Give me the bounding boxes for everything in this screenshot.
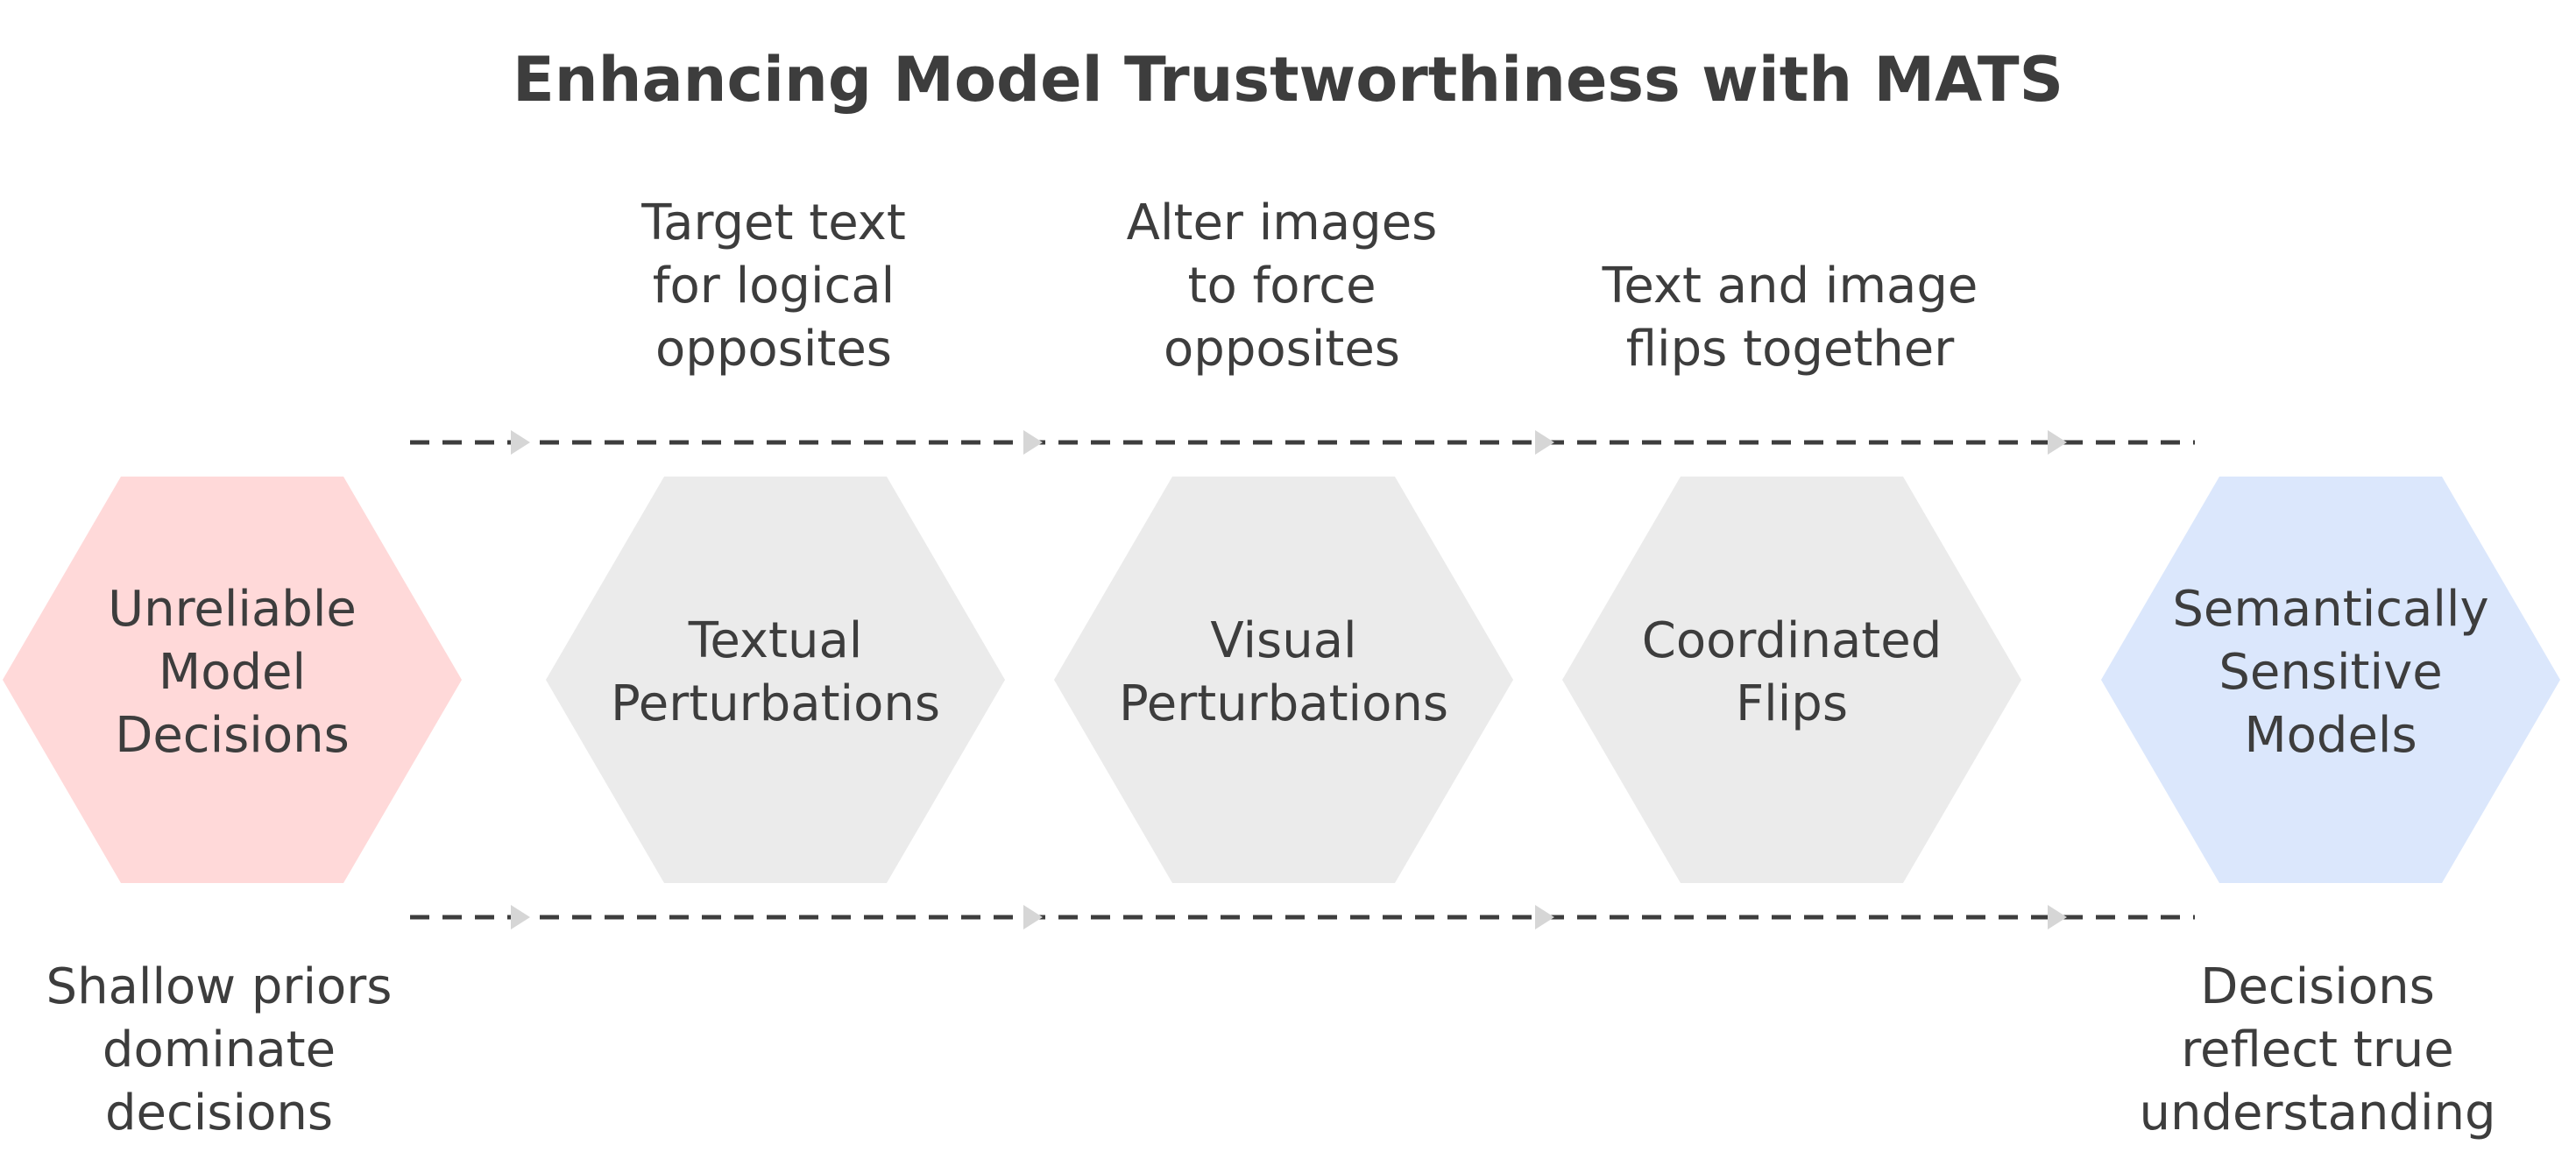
stage-above-note-textual: Target text for logical opposites — [640, 194, 906, 378]
arrowhead-icon — [2048, 430, 2067, 455]
arrowhead-icon — [2048, 905, 2067, 929]
stage-above-note-visual-line: to force — [1187, 258, 1376, 314]
arrowhead-icon — [1535, 430, 1554, 455]
stage-above-note-textual-line: for logical — [653, 258, 895, 314]
stage-above-note-visual: Alter images to force opposites — [1127, 194, 1438, 378]
stage-below-note-sensitive: Decisions reflect true understanding — [2139, 958, 2495, 1141]
stage-label-unreliable-line: Model — [159, 644, 306, 701]
stage-label-unreliable-line: Decisions — [115, 707, 350, 764]
stage-below-note-unreliable-line: decisions — [105, 1085, 333, 1141]
connector-row — [410, 905, 2195, 929]
stage-hexagons — [3, 477, 2560, 883]
stage-below-note-unreliable-line: Shallow priors — [46, 958, 393, 1015]
arrowhead-icon — [1535, 905, 1554, 929]
stage-above-note-visual-line: opposites — [1164, 321, 1400, 378]
stage-label-textual-line: Textual — [688, 612, 863, 669]
stage-hexagon-textual — [546, 477, 1005, 883]
stage-hexagon-unreliable — [3, 477, 462, 883]
arrowhead-icon — [511, 905, 530, 929]
stage-below-note-unreliable: Shallow priors dominate decisions — [46, 958, 393, 1141]
stage-label-visual-line: Visual — [1210, 612, 1356, 669]
stage-above-note-textual-line: opposites — [655, 321, 892, 378]
stage-label-sensitive-line: Sensitive — [2219, 644, 2442, 701]
stage-label-textual-line: Perturbations — [611, 675, 940, 732]
stage-label-sensitive-line: Models — [2244, 707, 2417, 764]
stage-below-note-sensitive-line: Decisions — [2200, 958, 2435, 1015]
stage-above-note-coordinated: Text and image flips together — [1602, 258, 1978, 378]
stage-label-coordinated-line: Coordinated — [1642, 612, 1943, 669]
stage-above-note-visual-line: Alter images — [1127, 194, 1438, 251]
stage-below-note-sensitive-line: reflect true — [2181, 1021, 2453, 1078]
stage-hexagon-coordinated — [1562, 477, 2021, 883]
stage-below-note-sensitive-line: understanding — [2139, 1085, 2495, 1141]
stage-hexagon-sensitive — [2101, 477, 2560, 883]
arrowhead-icon — [1023, 430, 1043, 455]
diagram-title: Enhancing Model Trustworthiness with MAT… — [513, 44, 2063, 116]
stage-hexagon-visual — [1054, 477, 1513, 883]
stage-above-note-coordinated-line: flips together — [1626, 321, 1955, 378]
stage-label-visual-line: Perturbations — [1119, 675, 1448, 732]
stage-label-sensitive-line: Semantically — [2172, 581, 2488, 638]
stage-label-unreliable-line: Unreliable — [108, 581, 357, 638]
connector-row — [410, 430, 2195, 455]
stage-above-note-textual-line: Target text — [640, 194, 906, 251]
arrowhead-icon — [511, 430, 530, 455]
stage-below-note-unreliable-line: dominate — [103, 1021, 336, 1078]
stage-label-coordinated-line: Flips — [1736, 675, 1848, 732]
arrowhead-icon — [1023, 905, 1043, 929]
connector-lines — [410, 430, 2195, 929]
stage-above-note-coordinated-line: Text and image — [1602, 258, 1978, 314]
